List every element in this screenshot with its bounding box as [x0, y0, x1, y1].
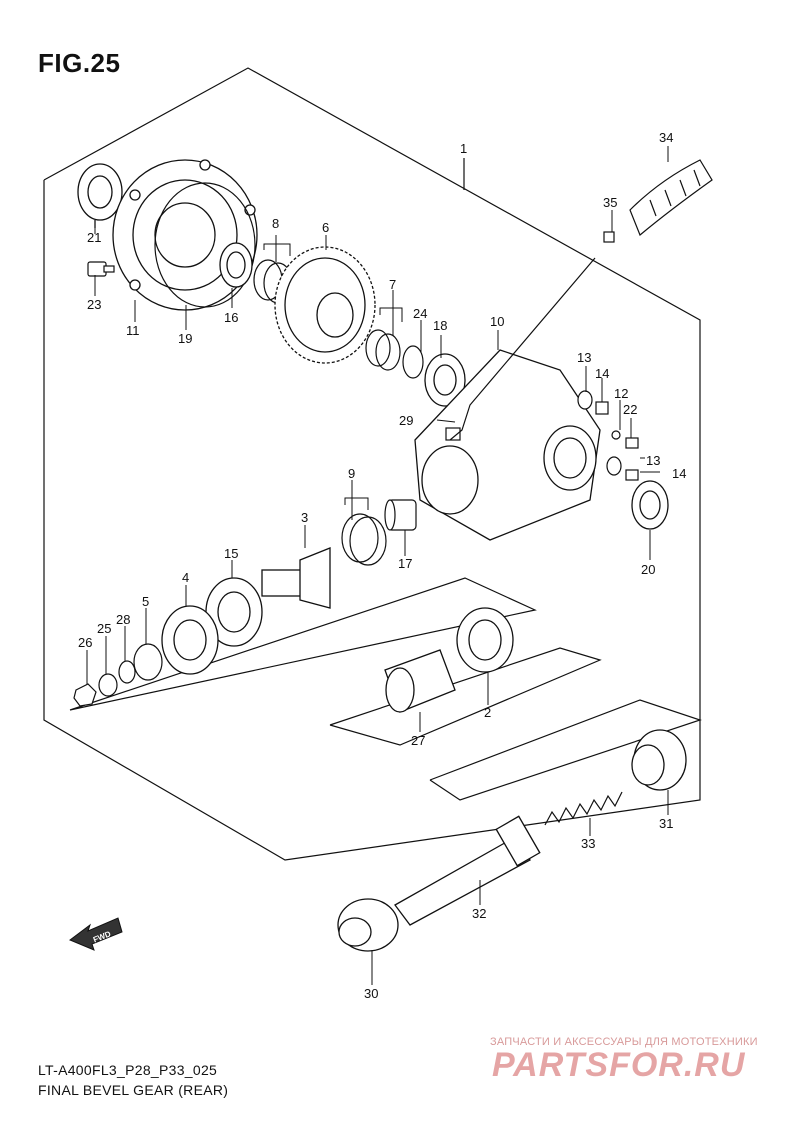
callout-15: 15: [224, 546, 238, 561]
boot-34: [629, 159, 713, 236]
watermark-brand: PARTSFOR.RU: [492, 1046, 746, 1084]
callout-30: 30: [364, 986, 378, 1001]
callout-23: 23: [87, 297, 101, 312]
bearing-16: [219, 242, 253, 288]
callout-13b: 13: [646, 453, 660, 468]
shaft-subassembly-box: [429, 699, 702, 801]
callout-12: 12: [614, 386, 628, 401]
callout-13a: 13: [577, 350, 591, 365]
ring-gear-6: [274, 246, 376, 364]
gear-case-10: [414, 349, 601, 541]
fwd-arrow-icon: FWD: [69, 917, 123, 951]
o-ring-19: [154, 182, 256, 308]
callout-6: 6: [322, 220, 329, 235]
needle-bearing-17: [384, 499, 417, 531]
callout-21: 21: [87, 230, 101, 245]
shim-9: [341, 513, 387, 566]
callout-16: 16: [224, 310, 238, 325]
callout-9: 9: [348, 466, 355, 481]
callout-34: 34: [659, 130, 673, 145]
callout-22: 22: [623, 402, 637, 417]
pinion-subassembly-box: [69, 577, 537, 711]
oil-seal-2: [456, 607, 514, 673]
boot-30: [337, 898, 399, 952]
callout-7: 7: [389, 277, 396, 292]
sleeve-27: [384, 649, 456, 713]
washer-24: [402, 345, 424, 379]
callout-33: 33: [581, 836, 595, 851]
pinion-gear-3: [261, 547, 331, 609]
callout-5: 5: [142, 594, 149, 609]
callout-35: 35: [603, 195, 617, 210]
shims-7: [365, 329, 401, 371]
callout-19: 19: [178, 331, 192, 346]
assembly-outline: [43, 67, 701, 861]
callout-20: 20: [641, 562, 655, 577]
small-fasteners: [577, 390, 639, 481]
callout-1: 1: [460, 141, 467, 156]
clamp-35: [603, 231, 615, 243]
bolt-23: [87, 261, 115, 277]
retainer-4: [161, 605, 219, 675]
spring-33: [544, 791, 623, 826]
oil-seal-21: [77, 163, 123, 228]
callout-31: 31: [659, 816, 673, 831]
figure-caption: FINAL BEVEL GEAR (REAR): [38, 1082, 229, 1098]
small-pinion-parts: [73, 643, 163, 707]
oil-seal-20: [631, 480, 669, 530]
cap-31: [631, 729, 687, 791]
callout-24: 24: [413, 306, 427, 321]
callout-18: 18: [433, 318, 447, 333]
bearing-18: [424, 353, 466, 407]
callout-14a: 14: [595, 366, 609, 381]
watermark-tagline: ЗАПЧАСТИ И АКСЕССУАРЫ ДЛЯ МОТОТЕХНИКИ: [490, 1036, 758, 1048]
callout-2: 2: [484, 705, 491, 720]
callout-28: 28: [116, 612, 130, 627]
callout-29: 29: [399, 413, 413, 428]
model-code: LT-A400FL3_P28_P33_025: [38, 1062, 218, 1078]
breather-29: [445, 257, 596, 441]
callout-32: 32: [472, 906, 486, 921]
callout-8: 8: [272, 216, 279, 231]
drive-shaft-32: [394, 815, 541, 926]
callout-3: 3: [301, 510, 308, 525]
callout-17: 17: [398, 556, 412, 571]
callout-27: 27: [411, 733, 425, 748]
callout-26: 26: [78, 635, 92, 650]
callout-11: 11: [126, 323, 140, 338]
sleeve-subassembly-box: [329, 647, 602, 746]
callout-25: 25: [97, 621, 111, 636]
callout-10: 10: [490, 314, 504, 329]
callout-14b: 14: [672, 466, 686, 481]
figure-title: FIG.25: [38, 48, 121, 78]
callout-4: 4: [182, 570, 189, 585]
